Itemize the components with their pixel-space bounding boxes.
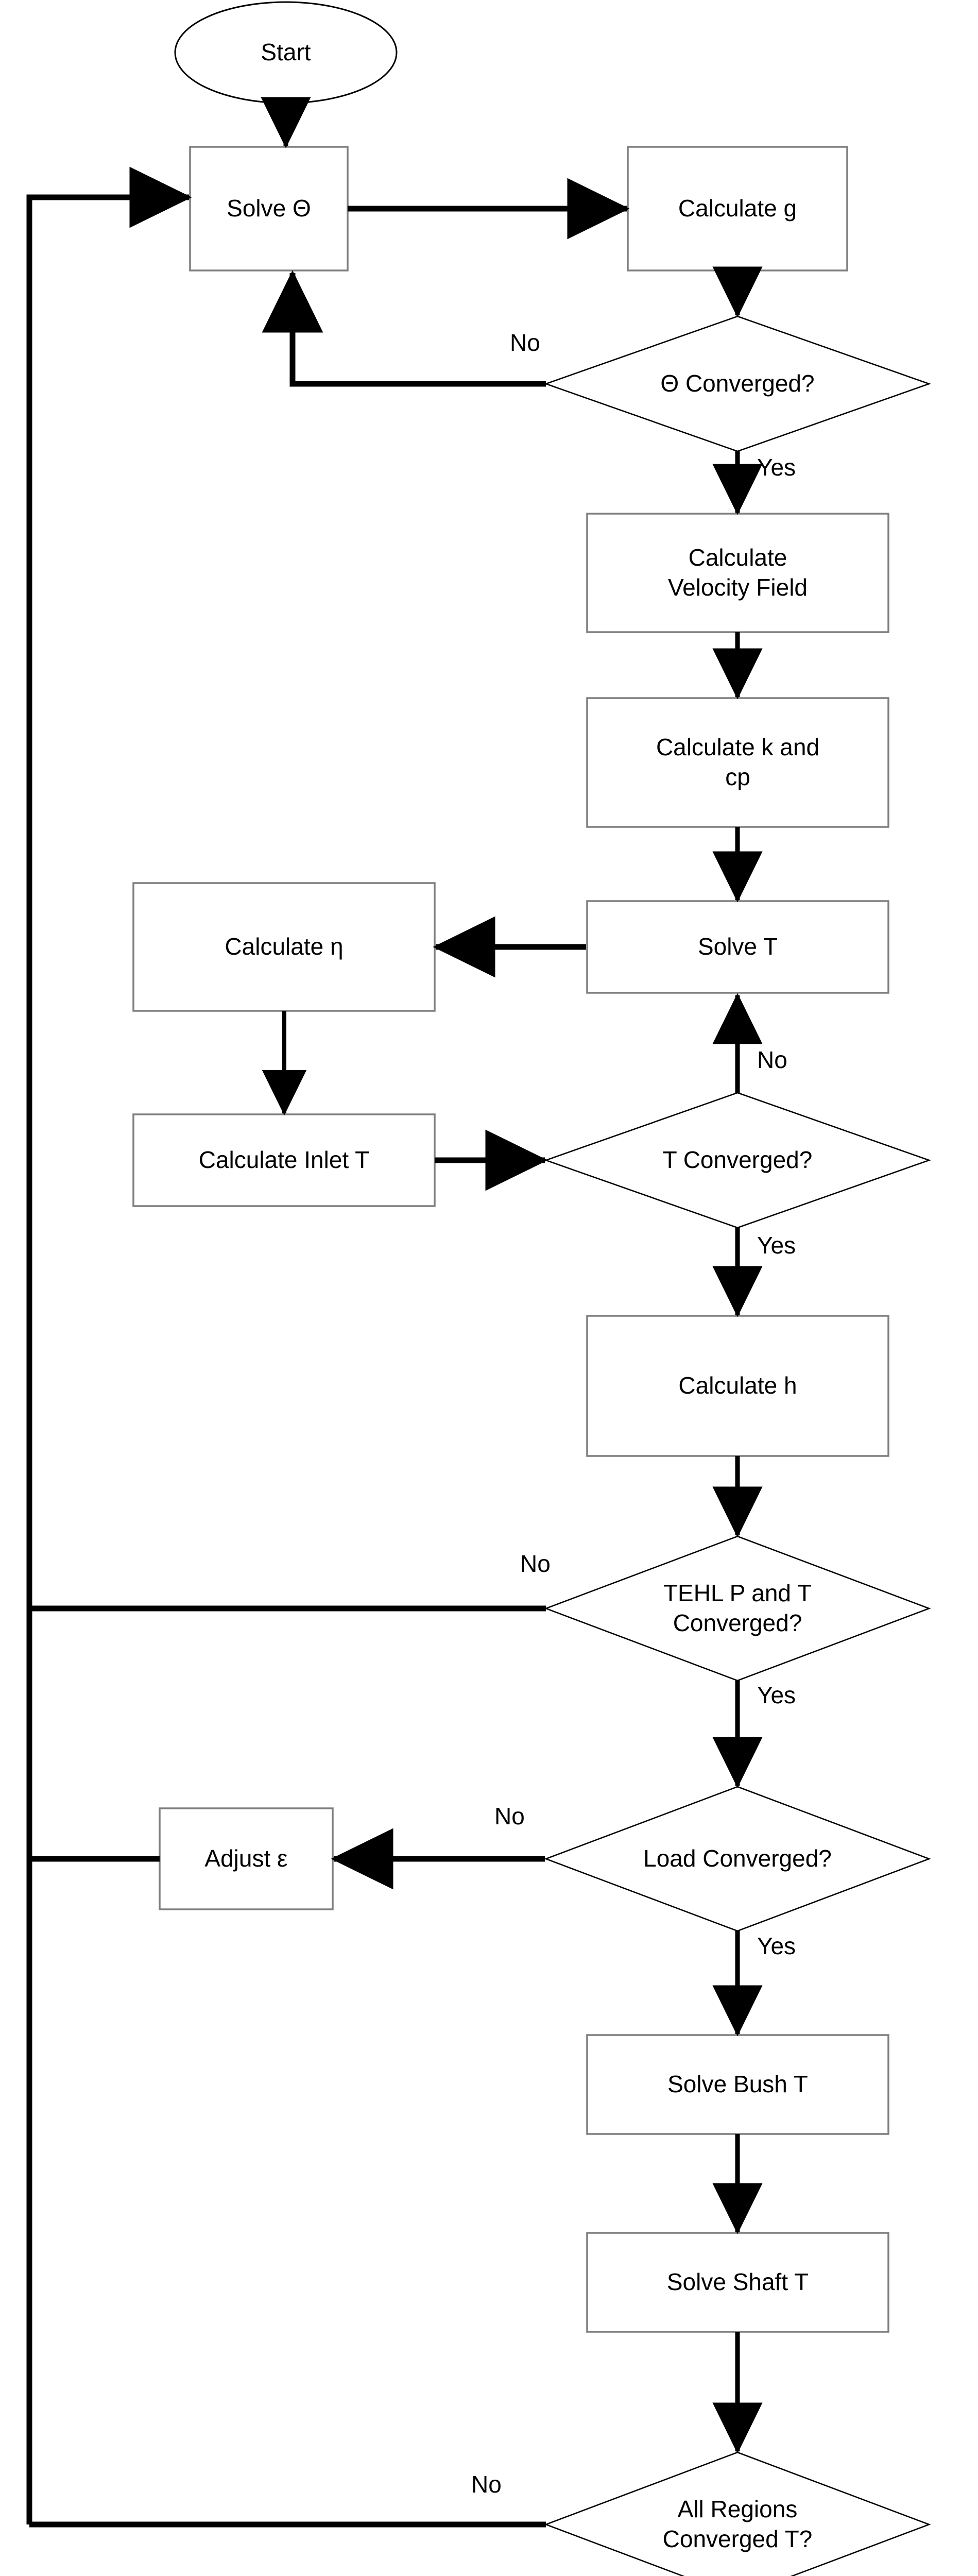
edge-label-tehl-yes: Yes — [757, 1682, 796, 1708]
node-tehl-converged — [544, 1535, 931, 1682]
edge-label-theta-no: No — [510, 329, 540, 356]
node-solve-bush-t — [586, 2034, 889, 2135]
node-solve-theta — [189, 146, 349, 272]
node-calculate-g — [627, 146, 848, 272]
node-calculate-k-and-cp — [586, 697, 889, 828]
node-calculate-h — [586, 1315, 889, 1457]
node-calculate-eta — [132, 882, 436, 1012]
node-t-converged — [544, 1092, 931, 1229]
edge-label-theta-yes: Yes — [757, 454, 796, 481]
edge-label-load-no: No — [494, 1803, 525, 1829]
edge-label-load-yes: Yes — [757, 1933, 796, 1959]
node-theta-converged — [544, 315, 931, 452]
edge-label-tehl-no: No — [520, 1550, 551, 1577]
node-calculate-velocity-field — [586, 513, 889, 633]
node-all-regions-converged-t — [544, 2451, 931, 2576]
node-start — [174, 1, 398, 104]
connector-left-feedback-spine — [26, 166, 192, 2524]
node-calculate-inlet-t — [132, 1113, 436, 1207]
edge-label-t-yes: Yes — [757, 1232, 796, 1259]
node-load-converged — [544, 1786, 931, 1932]
node-solve-shaft-t — [586, 2232, 889, 2333]
edge-label-t-no: No — [757, 1046, 787, 1073]
node-solve-t — [586, 900, 889, 994]
edge-label-all-regions-no: No — [471, 2471, 502, 2498]
node-adjust-epsilon — [159, 1807, 334, 1910]
connector-theta-no-loop — [262, 270, 546, 387]
